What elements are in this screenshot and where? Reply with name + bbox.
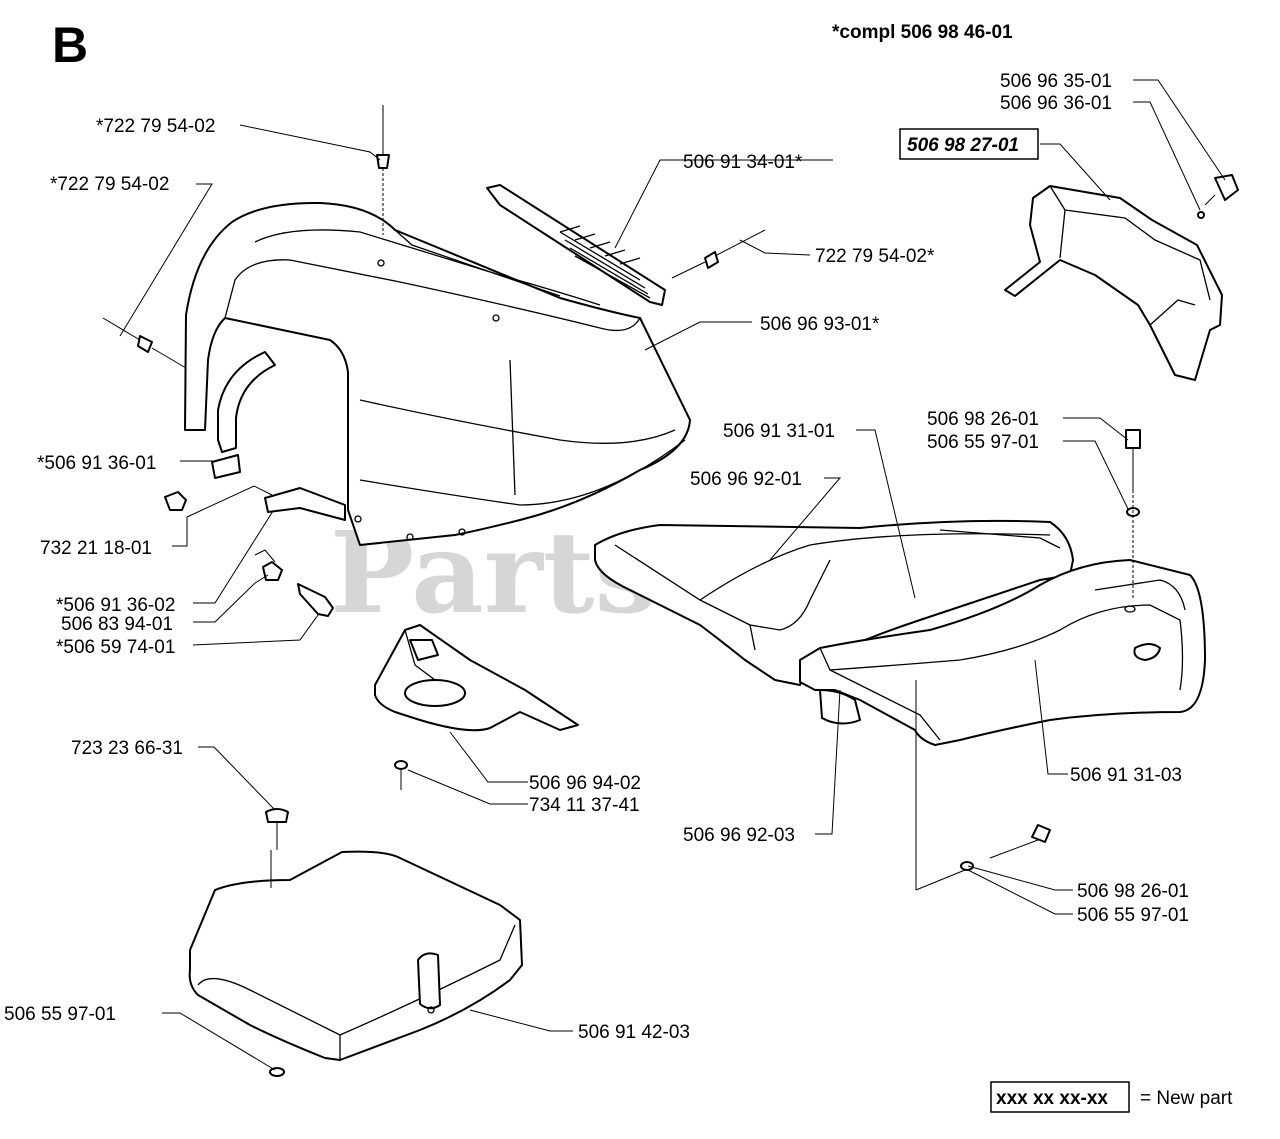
label-grille: 506 91 34-01* <box>683 152 803 173</box>
legend-box-text: xxx xx xx-xx <box>996 1088 1108 1109</box>
boxed-part-label: 506 98 27-01 <box>907 135 1019 156</box>
section-letter: B <box>52 17 88 73</box>
label-pin-left: *722 79 54-02 <box>50 174 169 195</box>
seat-base-part <box>799 559 1206 746</box>
label-seat-slide: 506 96 92-03 <box>683 825 795 846</box>
label-cover-screw: 723 23 66-31 <box>71 738 183 759</box>
grille-part <box>486 184 666 306</box>
leader-lines <box>119 79 1226 1071</box>
label-seat-washer: 506 55 97-01 <box>927 432 1039 453</box>
label-base-washer: 506 55 97-01 <box>1077 905 1189 926</box>
pin-right <box>671 229 766 279</box>
compl-note: *compl 506 98 46-01 <box>832 22 1013 43</box>
label-cover-washer: 506 55 97-01 <box>4 1004 116 1025</box>
legend-text: = New part <box>1140 1088 1233 1109</box>
label-strap: *506 91 36-02 <box>56 595 175 616</box>
label-battery-cover: 506 91 42-03 <box>578 1022 690 1043</box>
bracket-part <box>211 351 276 479</box>
pin-left <box>102 317 187 369</box>
label-screw: *506 59 74-01 <box>56 637 175 658</box>
label-pin-right: 722 79 54-02* <box>815 246 935 267</box>
label-seat-bolt: 506 98 26-01 <box>927 409 1039 430</box>
label-knob-a: 506 96 35-01 <box>1000 71 1112 92</box>
battery-cover-part <box>188 808 523 1077</box>
label-washer: 506 83 94-01 <box>61 614 173 635</box>
pin-top <box>376 105 390 235</box>
label-nut: 732 21 18-01 <box>40 538 152 559</box>
label-cup-washer: 734 11 37-41 <box>529 795 640 816</box>
seat-base-bolt <box>960 824 1051 871</box>
legend-box <box>990 1081 1130 1113</box>
label-seat-base: 506 91 31-03 <box>1070 765 1182 786</box>
label-hood: 506 96 93-01* <box>760 314 880 335</box>
label-knob-b: 506 96 36-01 <box>1000 93 1112 114</box>
label-seat-pan: 506 96 92-01 <box>690 469 802 490</box>
deflector-part <box>1004 174 1239 381</box>
hood-part <box>184 201 691 546</box>
seat-pan-part <box>594 519 1074 686</box>
label-pin-top: *722 79 54-02 <box>96 116 215 137</box>
cup-holder-part <box>374 624 579 790</box>
boxed-part-frame <box>899 128 1039 160</box>
label-seat-pan-inner: 506 91 31-01 <box>723 421 835 442</box>
label-base-bolt: 506 98 26-01 <box>1077 881 1189 902</box>
label-cup-holder: 506 96 94-02 <box>529 773 641 794</box>
label-bracket: *506 91 36-01 <box>37 453 156 474</box>
seat-pan-bolt <box>1125 429 1141 600</box>
strap-part <box>164 487 346 617</box>
